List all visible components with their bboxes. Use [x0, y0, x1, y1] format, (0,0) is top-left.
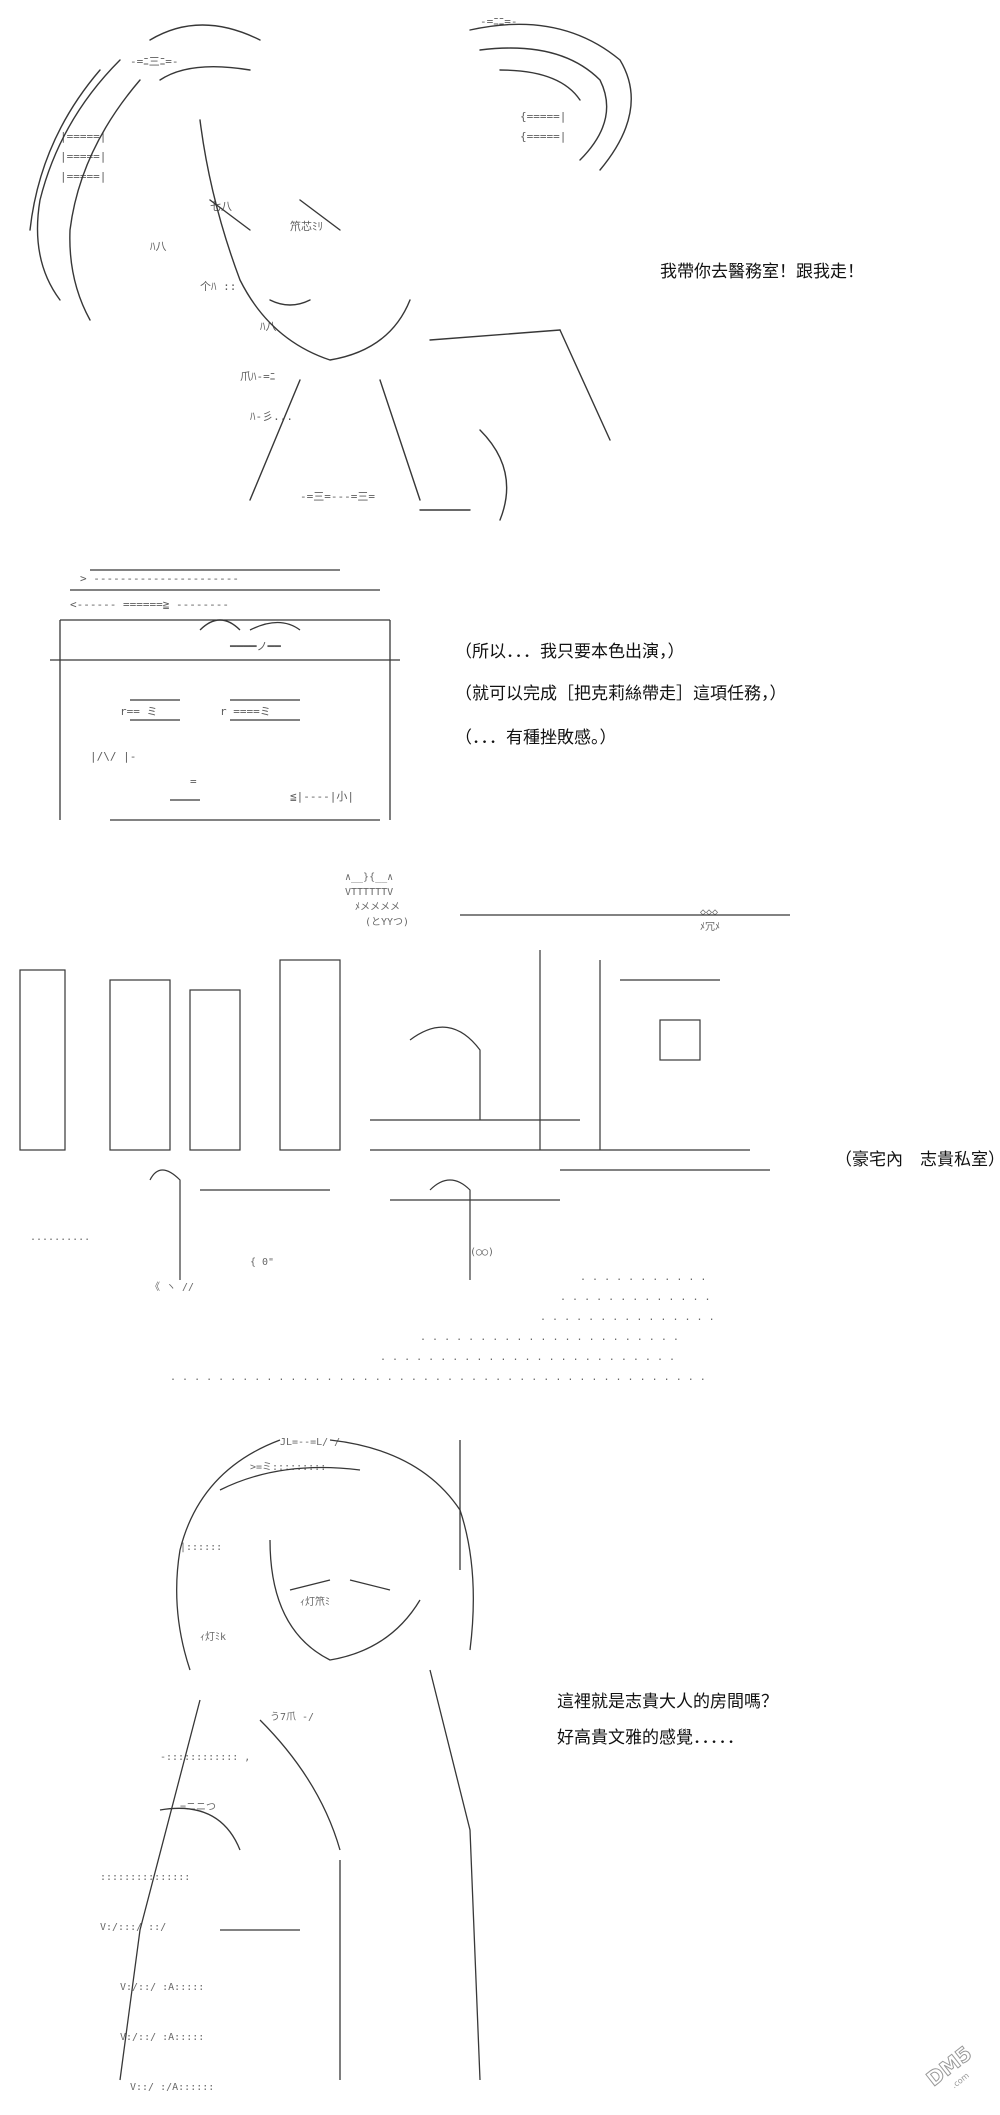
svg-text:ｨ灯笊ﾐ: ｨ灯笊ﾐ	[300, 1595, 330, 1608]
svg-text:{=====|: {=====|	[520, 110, 566, 123]
svg-text:━━━━ノ━━: ━━━━ノ━━	[229, 640, 281, 653]
svg-text:(◯◯): (◯◯)	[470, 1247, 494, 1258]
panel-3: ∧__}{__∧ VTTTTTTV ﾒメメメメ (とYYつ) ◇◇◇ ﾒ冗ﾒ .…	[0, 860, 1000, 1410]
dialogue-line: （．．．有種挫敗感。）	[455, 728, 617, 748]
svg-text:ｨ灯ﾐk: ｨ灯ﾐk	[200, 1631, 226, 1643]
svg-text:ﾊ八: ﾊ八	[150, 240, 167, 253]
ascii-art-character-hair-ribbons: -=ﾆ三ﾆ=- -=ﾆﾆ=- |=====| |=====| |=====| {…	[29, 15, 632, 521]
svg-text:JL=--=L/ /: JL=--=L/ /	[280, 1437, 340, 1448]
svg-text:. . . . . . . . . . . . . . .: . . . . . . . . . . . . . . .	[540, 1312, 715, 1323]
ascii-art-mansion-room: ∧__}{__∧ VTTTTTTV ﾒメメメメ (とYYつ) ◇◇◇ ﾒ冗ﾒ .…	[19, 872, 790, 1383]
svg-text:. . . . . . . . . . . . . . .: . . . . . . . . . . . . . . . . . . . . …	[170, 1372, 706, 1383]
dialogue-line: （就可以完成［把克莉絲帶走］這項任務，）	[455, 684, 787, 704]
svg-text:个ﾊ ::: 个ﾊ ::	[200, 280, 236, 293]
svg-text:う7爪 -/: う7爪 -/	[270, 1711, 314, 1723]
svg-text:-=ﾆﾆ=-: -=ﾆﾆ=-	[480, 15, 518, 28]
svg-text:ﾊ-彡...: ﾊ-彡...	[250, 410, 293, 423]
dm5-logo-watermark: DM5 .com	[921, 2041, 977, 2092]
svg-text:. . . . . . . . . . . . . . .: . . . . . . . . . . . . . . . . . . . . …	[380, 1352, 675, 1363]
svg-text:爪ﾊ-=ﾆ: 爪ﾊ-=ﾆ	[240, 370, 275, 383]
dialogue-line: （豪宅內 志貴私室）	[835, 1150, 1000, 1170]
svg-text:V:/:::/ ::/: V:/:::/ ::/	[100, 1922, 166, 1933]
svg-text::::::::::::::::: :::::::::::::::	[100, 1872, 190, 1883]
svg-text:|=====|: |=====|	[60, 170, 106, 183]
svg-text:V::/ :/A::::::: V::/ :/A::::::	[130, 2082, 214, 2093]
svg-text:(とYYつ): (とYYつ)	[365, 916, 409, 928]
svg-text:ﾒ冗ﾒ: ﾒ冗ﾒ	[700, 922, 720, 933]
svg-text:|=====|: |=====|	[60, 130, 106, 143]
svg-text:笊芯ﾐﾘ: 笊芯ﾐﾘ	[290, 219, 323, 233]
svg-text:ﾊ八: ﾊ八	[260, 320, 277, 333]
panel-1: -=ﾆ三ﾆ=- -=ﾆﾆ=- |=====| |=====| |=====| {…	[0, 0, 1000, 540]
svg-text:VTTTTTTV: VTTTTTTV	[345, 887, 393, 898]
svg-text:《 ヽ //: 《 ヽ //	[150, 1281, 194, 1293]
svg-text:. . . . . . . . . . . . . . .: . . . . . . . . . . . . . . . . . . . . …	[420, 1332, 679, 1343]
svg-text:..........: ..........	[30, 1232, 90, 1243]
svg-text:r== ミ: r== ミ	[120, 705, 158, 718]
svg-text:七八: 七八	[210, 200, 232, 213]
panel-2: > ---------------------- <------ ======≧…	[0, 560, 1000, 840]
svg-text:|=====|: |=====|	[60, 150, 106, 163]
dialogue-line: 這裡就是志貴大人的房間嗎？	[557, 1692, 778, 1712]
svg-text:V:/::/ :A:::::: V:/::/ :A:::::	[120, 2032, 204, 2043]
svg-text:◇◇◇: ◇◇◇	[700, 907, 718, 918]
svg-text:. . . . . . . . . . . . .: . . . . . . . . . . . . .	[560, 1292, 711, 1303]
dialogue-line: 好高貴文雅的感覺．．．．．	[557, 1728, 744, 1748]
svg-text:-:::::::::::: ,: -:::::::::::: ,	[160, 1752, 250, 1763]
ascii-art-character-face-closeup: > ---------------------- <------ ======≧…	[50, 569, 400, 821]
svg-text:{ 0": { 0"	[250, 1257, 274, 1268]
svg-text:=: =	[190, 775, 197, 788]
svg-text:r ====ミ: r ====ミ	[220, 705, 271, 718]
svg-text:∧__}{__∧: ∧__}{__∧	[345, 872, 393, 883]
svg-text:ﾒメメメメ: ﾒメメメメ	[355, 902, 400, 913]
svg-text:-=ﾆ三ﾆ=-: -=ﾆ三ﾆ=-	[130, 55, 179, 68]
dialogue-line: （所以．．．我只要本色出演，）	[455, 642, 685, 662]
svg-text:|::::::: |::::::	[180, 1542, 222, 1553]
svg-text:{=====|: {=====|	[520, 130, 566, 143]
svg-text:=ニニつ: =ニニつ	[180, 1802, 216, 1813]
svg-text:V:/::/ :A:::::: V:/::/ :A:::::	[120, 1982, 204, 1993]
svg-text:>=ミ:::::::::: >=ミ:::::::::	[250, 1462, 326, 1473]
panel-4: JL=--=L/ / >=ミ::::::::: |:::::: ｨ灯笊ﾐ ｨ灯ﾐ…	[0, 1430, 1000, 2115]
ascii-art-character-maid: JL=--=L/ / >=ミ::::::::: |:::::: ｨ灯笊ﾐ ｨ灯ﾐ…	[100, 1437, 481, 2093]
dialogue-line: 我帶你去醫務室！跟我走！	[660, 262, 864, 282]
svg-text:|/\/ |-: |/\/ |-	[90, 750, 136, 763]
svg-text:-=三=---=三=: -=三=---=三=	[300, 490, 375, 503]
svg-text:<------ ======≧ --------: <------ ======≧ --------	[70, 598, 229, 611]
svg-text:. . . . . . . . . . .: . . . . . . . . . . .	[580, 1272, 706, 1283]
svg-text:≦|----|小|: ≦|----|小|	[290, 790, 354, 803]
svg-text:> ----------------------: > ----------------------	[80, 572, 239, 585]
